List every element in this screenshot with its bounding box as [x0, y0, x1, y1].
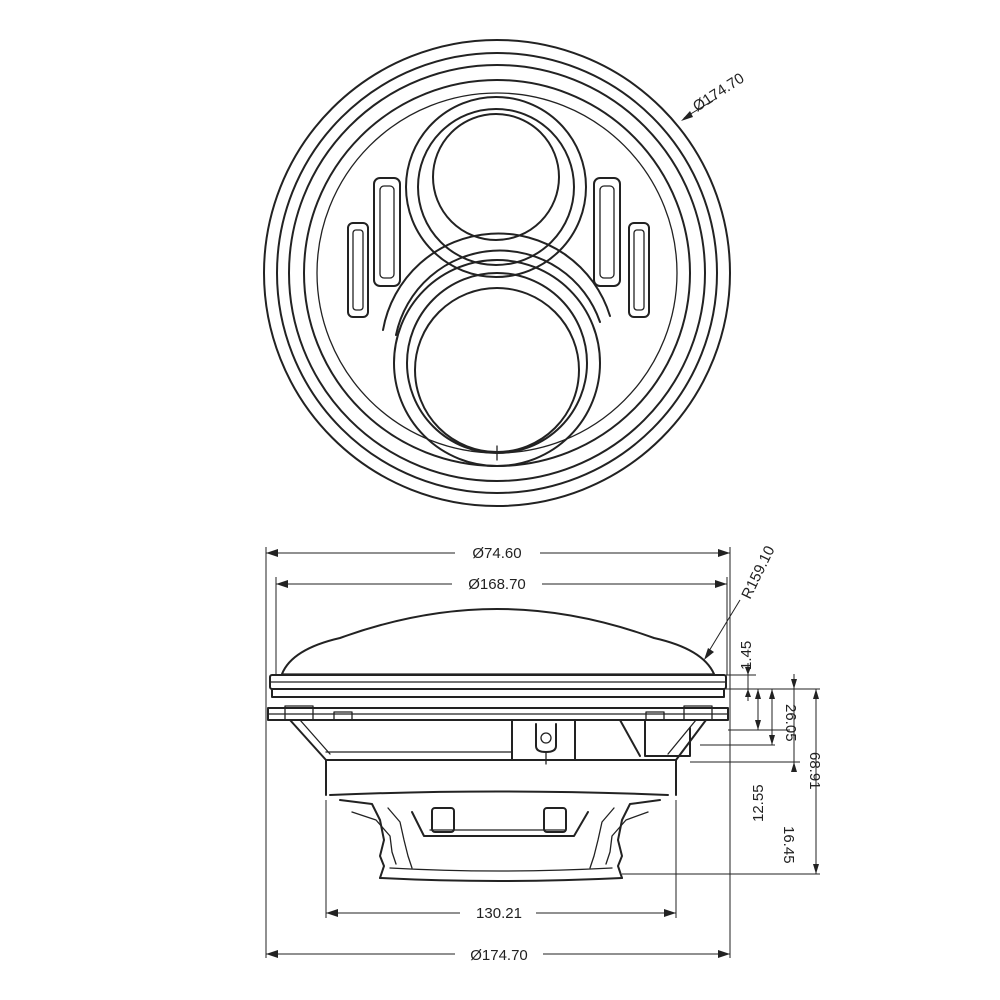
- housing-left-slope: [289, 719, 327, 796]
- dim-arrow-bottom-left: [266, 950, 278, 958]
- dim-arrow-depth-total-top: [813, 689, 819, 699]
- outer-rim-inner: [276, 52, 718, 494]
- outer-width-bottom-label: Ø174.70: [470, 947, 528, 964]
- heatsink-boss-left: [431, 807, 455, 833]
- housing-divider-c: [619, 719, 641, 757]
- dim-arrow-lens-left: [276, 580, 288, 588]
- lower-projector-lens: [414, 287, 580, 453]
- bezel-lower-lip: [271, 688, 725, 698]
- side-view: Ø74.60 Ø168.70 130.21 Ø174.70 R159.10 1.…: [265, 543, 823, 964]
- lower-projector-housing-inner: [395, 249, 601, 336]
- drl-bar-right-small-inner: [633, 229, 645, 311]
- housing-left-slope-inner: [299, 719, 331, 755]
- dim-arrow-top-right: [718, 549, 730, 557]
- lens-radius-arrow: [704, 648, 714, 660]
- lens-dome: [281, 608, 715, 675]
- front-diameter-arrow: [681, 111, 693, 121]
- housing-box-right: [644, 719, 691, 757]
- drl-bar-right-small: [628, 222, 650, 318]
- heatsink-bottom-inner: [389, 867, 613, 872]
- flange-tab-left: [284, 705, 314, 721]
- lower-projector-ring: [406, 272, 588, 454]
- heatsink-right-fin-outer: [617, 799, 661, 879]
- depth-total-label: 68.91: [806, 752, 823, 790]
- housing-right-slope-inner: [667, 719, 697, 755]
- heatsink-center-pocket: [411, 811, 589, 837]
- dim-arrow-lens-right: [715, 580, 727, 588]
- upper-projector-lens: [432, 113, 560, 241]
- outer-width-top-label: Ø74.60: [472, 545, 521, 562]
- heatsink-boss-right: [543, 807, 567, 833]
- lens-radius-leader: [705, 599, 741, 657]
- lower-projector-housing: [382, 232, 611, 331]
- outer-rim-outer: [263, 39, 731, 507]
- reflector-rim: [288, 64, 706, 482]
- heatsink-top: [329, 790, 669, 796]
- dim-arrow-rim-top: [745, 667, 751, 675]
- depth-26-label: 26.05: [782, 704, 799, 742]
- connector-nub: [535, 723, 557, 753]
- flange-slot-left: [333, 711, 353, 721]
- dim-arrow-rim-bottom: [745, 689, 751, 697]
- dim-arrow-depth-26-top: [791, 679, 797, 689]
- housing-width-label: 130.21: [476, 905, 522, 922]
- dim-arrow-bottom-right: [718, 950, 730, 958]
- depth-16-label: 16.45: [780, 826, 797, 864]
- front-view: Ø174.70: [263, 39, 748, 507]
- heatsink-left-fin-inner: [387, 807, 413, 869]
- dim-arrow-depth-26-bottom: [791, 762, 797, 772]
- lens-diameter-label: Ø168.70: [468, 576, 526, 593]
- dim-arrow-depth-16-bottom: [769, 735, 775, 745]
- drl-bar-left-small-inner: [352, 229, 364, 311]
- heatsink-right-fin-mid: [605, 811, 649, 865]
- dim-arrow-depth-total-bottom: [813, 864, 819, 874]
- dim-arrow-top-left: [266, 549, 278, 557]
- drl-bar-left-small: [347, 222, 369, 318]
- drl-bar-right-large: [593, 177, 621, 287]
- dim-arrow-depth-12-top: [755, 689, 761, 699]
- dim-arrow-depth-12-bottom: [755, 720, 761, 730]
- dim-arrow-depth-16-top: [769, 689, 775, 699]
- dim-arrow-housing-left: [326, 909, 338, 917]
- lower-projector-rim: [393, 259, 601, 467]
- upper-projector-ring: [417, 108, 575, 266]
- drl-bar-left-large-inner: [379, 185, 395, 279]
- heatsink-bottom: [379, 877, 623, 882]
- drl-bar-left-large: [373, 177, 401, 287]
- dim-arrow-housing-right: [664, 909, 676, 917]
- connector-nub-hole: [540, 732, 552, 744]
- rim-gap-label: 1.45: [738, 641, 755, 670]
- flange-slot-right: [645, 711, 665, 721]
- heatsink-right-fin-inner: [589, 807, 615, 869]
- lens-radius-label: R159.10: [738, 543, 778, 601]
- flange-tab-right: [683, 705, 713, 721]
- upper-projector-rim: [405, 96, 587, 278]
- heatsink-left-fin-outer: [339, 799, 385, 879]
- front-diameter-label: Ø174.70: [690, 70, 748, 116]
- heatsink-left-fin-mid: [351, 811, 397, 865]
- depth-12-label: 12.55: [750, 784, 767, 822]
- drl-bar-right-large-inner: [599, 185, 615, 279]
